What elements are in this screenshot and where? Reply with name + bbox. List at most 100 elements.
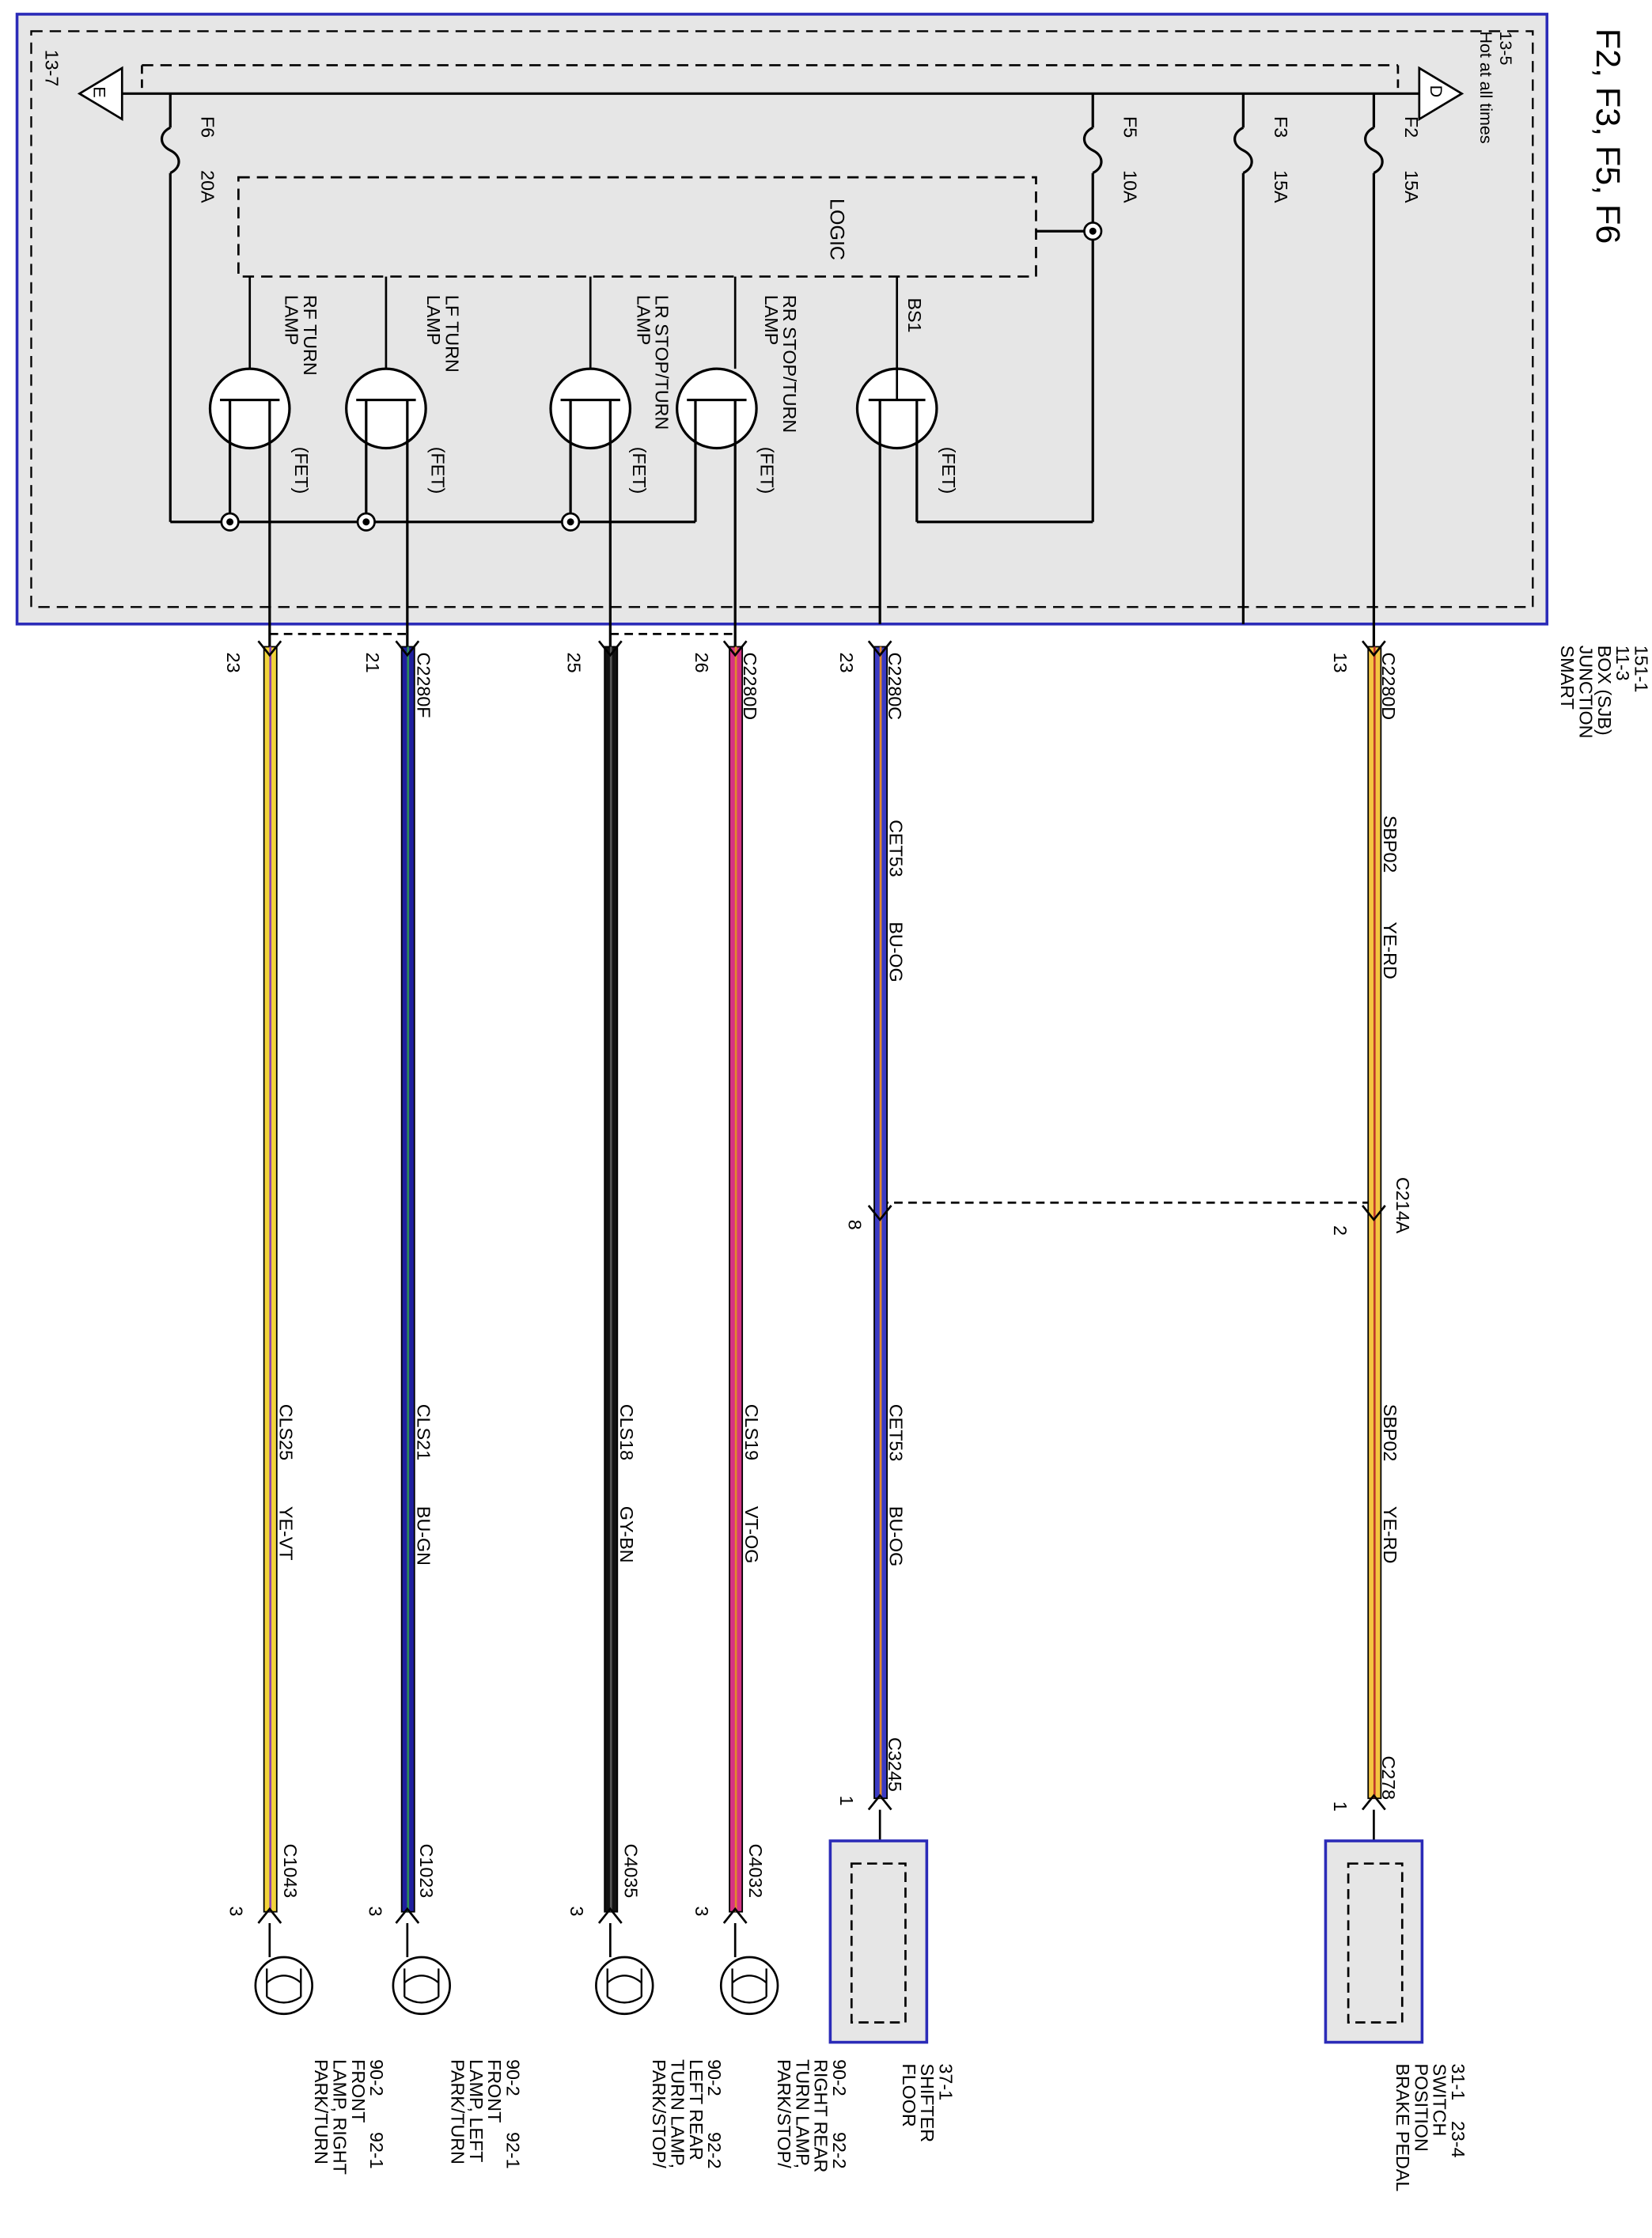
fet-rf-label: RF TURN LAMP [282, 295, 320, 381]
fet-lf-label: LF TURN LAMP [423, 295, 462, 377]
device-label-line: 90-2 92-2 [704, 2059, 725, 2169]
rr-lamp-bulb-icon [719, 1922, 779, 2016]
device-connector: C4035 [620, 1844, 641, 1899]
device-label-line: PARK/STOP/ [649, 2059, 669, 2168]
sjb-name-line: JUNCTION [1576, 646, 1597, 739]
fuse-f2: F2 15A [1364, 93, 1422, 647]
fet-label-line: LR STOP/TURN [652, 295, 673, 430]
fuse-id: F2 [1401, 116, 1422, 138]
connector-arrow [867, 1793, 892, 1811]
circuit-lf-lamp: C2280F 21 CLS21 BU-GN C1023 3 PARK/TURN … [362, 640, 523, 2169]
lr-lamp-bulb-icon [595, 1922, 654, 2016]
circuit-shifter: C2280C 23 CET53 BU-OG 8 CET53 BU-OG C324… [828, 640, 957, 2147]
device-label: PARK/STOP/ TURN LAMP, LEFT REAR 90-2 92-… [649, 2059, 725, 2174]
fuse-f3-rating: 15A [1271, 170, 1291, 203]
sjb-pin: 25 [564, 653, 585, 673]
connector-arrow [597, 640, 623, 657]
device-pin: 3 [566, 1906, 587, 1916]
circuit-id: CLS21 [413, 1404, 434, 1460]
sjb-name-line: BOX (SJB) [1594, 646, 1615, 736]
fuse-f5-rating: 10A [1120, 170, 1141, 203]
device-label-line: RIGHT REAR [811, 2059, 832, 2172]
rf-lamp-bulb-icon [254, 1922, 313, 2016]
circuit-lr-lamp: 25 CLS18 GY-BN C4035 3 PARK/STOP/ TURN L… [564, 640, 725, 2174]
device-label-line: FRONT [484, 2059, 505, 2123]
device-label: PARK/TURN LAMP, RIGHT FRONT 90-2 92-1 [311, 2059, 387, 2179]
fet-lr-stop-turn: LR STOP/TURN LAMP (FET) [549, 276, 673, 647]
fet-label-line: LAMP [282, 295, 302, 345]
sjb-pin: 23 [836, 653, 857, 673]
connector-arrow [722, 640, 748, 657]
wire-color: YE-VT [275, 1506, 296, 1561]
fet-lf-turn: LF TURN LAMP (FET) [345, 276, 462, 647]
sjb-name-line: SMART [1557, 646, 1578, 710]
connector-arrow [597, 1907, 623, 1924]
fet-type-label: (FET) [756, 447, 777, 494]
device-label-line: TURN LAMP, [792, 2059, 813, 2168]
circuit-id: CET53 [886, 1404, 907, 1461]
fet-rr-label: RR STOP/TURN LAMP [761, 295, 800, 438]
wire-color: BU-GN [413, 1506, 434, 1566]
device-pin: 1 [1330, 1801, 1351, 1812]
floor-shifter [828, 1809, 929, 2044]
device-connector: C278 [1378, 1755, 1399, 1800]
device-connector: C1043 [280, 1844, 301, 1899]
device-connector: C3245 [885, 1737, 905, 1792]
fet-label-line: LAMP [633, 295, 654, 345]
sjb-connector: C2280D [1378, 653, 1399, 720]
wire-color: VT-OG [741, 1506, 762, 1563]
inline-connector: C214A [1392, 1177, 1413, 1234]
circuit-id: SBP02 [1380, 816, 1400, 873]
fuse-f3-label: F3 [1271, 116, 1291, 138]
wire-color: GY-BN [616, 1506, 637, 1563]
sjb-name-line: 11-3 [1612, 646, 1633, 681]
fet-label-line: RF TURN [300, 295, 320, 376]
wire-color: YE-RD [1380, 1506, 1400, 1563]
device-pin: 3 [691, 1906, 712, 1916]
device-label-line: SHIFTER [917, 2063, 938, 2142]
device-label: BRAKE PEDAL POSITION SWITCH 31-1 23-4 [1392, 2063, 1468, 2196]
inline-pin: 8 [845, 1220, 866, 1230]
device-label-line: 37-1 [936, 2063, 957, 2100]
fet-label-line: LAMP [761, 295, 782, 345]
fet-rr-stop-turn: RR STOP/TURN LAMP (FET) [676, 276, 800, 647]
device-label-line: 31-1 23-4 [1448, 2063, 1468, 2157]
device-label-line: SWITCH [1430, 2063, 1450, 2136]
wire-color: YE-RD [1380, 922, 1400, 979]
connector-arrow [1362, 1793, 1386, 1811]
circuit-id: CLS18 [616, 1404, 637, 1460]
ground-d-icon: D [1418, 66, 1464, 121]
device-label-line: 90-2 92-2 [829, 2059, 850, 2169]
fet-lr-label: LR STOP/TURN LAMP [633, 295, 672, 435]
device-label-line: FLOOR [899, 2063, 919, 2126]
sjb-connector: C2280D [740, 653, 760, 720]
sjb-pin: 21 [362, 653, 383, 673]
fet-type-label: (FET) [629, 447, 650, 494]
connector-arrow [257, 1907, 282, 1924]
device-label-line: LAMP, LEFT [466, 2059, 487, 2162]
device-label: FLOOR SHIFTER 37-1 [899, 2063, 957, 2147]
sjb-connector: C2280C [885, 653, 905, 720]
circuit-brake: C2280D 13 SBP02 YE-RD C214A 2 SBP02 YE-R… [1324, 640, 1468, 2196]
fet-rf-turn: RF TURN LAMP (FET) [208, 276, 320, 647]
ground-d-letter: D [1427, 85, 1446, 98]
fet-label-line: LF TURN [441, 295, 462, 373]
device-pin: 3 [365, 1906, 385, 1916]
fuse-f2-label: F2 [1401, 116, 1422, 138]
device-label-line: POSITION [1411, 2063, 1431, 2151]
fuse-f6-rating: 20A [198, 170, 218, 203]
sjb-pin: 26 [691, 653, 712, 673]
device-label: PARK/STOP/ TURN LAMP, RIGHT REAR 90-2 92… [774, 2059, 850, 2178]
fet-type-label: (FET) [427, 447, 448, 494]
device-pin: 3 [226, 1906, 247, 1916]
circuit-id: CLS19 [741, 1404, 762, 1460]
circuit-rr-lamp: C2280D 26 CLS19 VT-OG C4032 3 PARK/STOP/… [691, 640, 850, 2178]
circuit-id: CET53 [886, 820, 907, 877]
brake-pedal-switch [1324, 1809, 1424, 2044]
connector-arrow [867, 1205, 892, 1221]
ground-e-letter: E [89, 86, 108, 97]
fet-type-label: (FET) [938, 447, 959, 494]
sjb-pin: 23 [223, 653, 244, 673]
